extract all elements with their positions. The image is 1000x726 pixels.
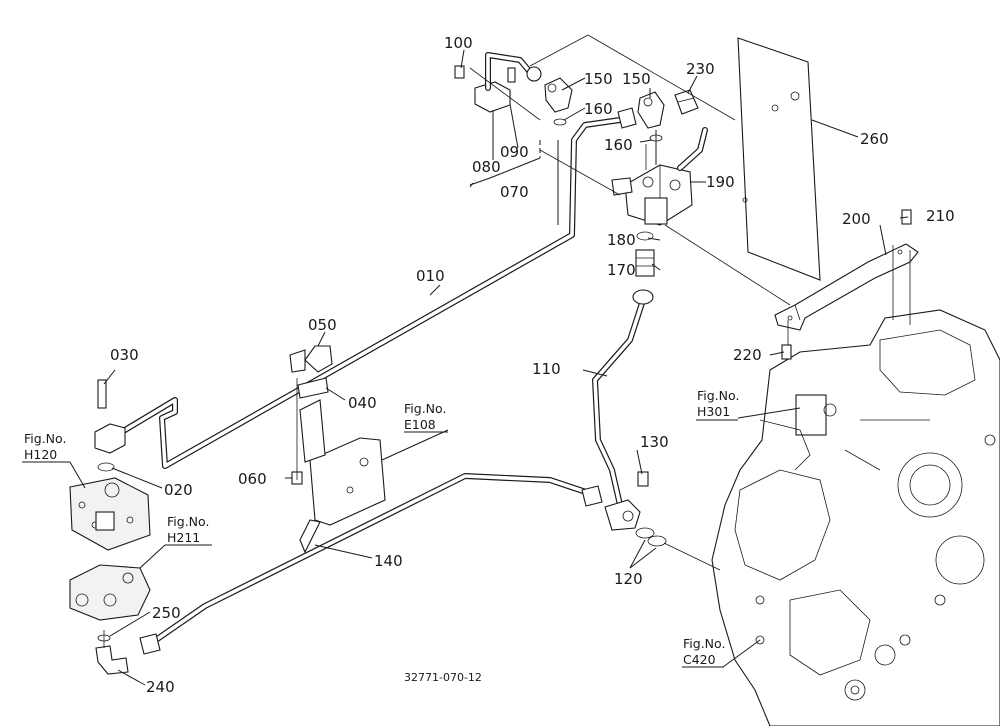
callout-240: 240 (146, 678, 175, 696)
callout-120: 120 (614, 570, 643, 588)
callout-220: 220 (733, 346, 762, 364)
callout-020: 020 (164, 481, 193, 499)
callout-230: 230 (686, 60, 715, 78)
fig-ref-h301-label: Fig.No. (697, 388, 739, 403)
figure-references: Fig.No. H120 Fig.No. H211 Fig.No. E108 F… (24, 388, 739, 667)
callout-260: 260 (860, 130, 889, 148)
callout-110: 110 (532, 360, 561, 378)
callout-100: 100 (444, 34, 473, 52)
callout-190: 190 (706, 173, 735, 191)
callout-130: 130 (640, 433, 669, 451)
o-ring-180 (636, 231, 654, 241)
transmission-housing (711, 309, 1000, 726)
fig-ref-h301-number[interactable]: H301 (697, 404, 730, 419)
callout-050: 050 (308, 316, 337, 334)
valve-block-190 (611, 127, 708, 226)
callout-030: 030 (110, 346, 139, 364)
callout-150-right: 150 (622, 70, 651, 88)
fitting-130 (637, 471, 649, 487)
pipe-110 (592, 297, 646, 508)
callout-010: 010 (416, 267, 445, 285)
clamp-050 (289, 345, 333, 373)
pump-h120 (69, 477, 151, 551)
fig-ref-h211-number[interactable]: H211 (167, 530, 200, 545)
o-ring-160-left (553, 118, 567, 126)
fitting-150-right (617, 91, 665, 129)
callout-labels: 100 150 150 230 160 160 090 080 070 190 … (110, 34, 955, 696)
fig-ref-e108-label: Fig.No. (404, 401, 446, 416)
elbow-240 (95, 633, 161, 675)
bolt-090 (507, 67, 516, 83)
pipe-010 (122, 117, 623, 469)
o-ring-020 (97, 462, 115, 472)
o-ring-120-b (647, 535, 667, 547)
fig-ref-h120-number[interactable]: H120 (24, 447, 57, 462)
callout-250: 250 (152, 604, 181, 622)
callout-180: 180 (607, 231, 636, 249)
rubber-040 (297, 377, 329, 399)
diagram-code: 32771-070-12 (404, 671, 482, 684)
fig-ref-h211-label: Fig.No. (167, 514, 209, 529)
callout-200: 200 (842, 210, 871, 228)
block-030 (94, 379, 126, 454)
o-ring-120-a (635, 527, 655, 539)
nut-110-top (632, 289, 654, 305)
callout-060: 060 (238, 470, 267, 488)
callout-150-left: 150 (584, 70, 613, 88)
fig-ref-e108-number[interactable]: E108 (404, 417, 436, 432)
fig-ref-c420-label: Fig.No. (683, 636, 725, 651)
callout-140: 140 (374, 552, 403, 570)
callout-210: 210 (926, 207, 955, 225)
callout-070: 070 (500, 183, 529, 201)
fig-ref-c420-number[interactable]: C420 (683, 652, 716, 667)
callout-160-right: 160 (604, 136, 633, 154)
cap-230 (674, 89, 699, 115)
coupler-110-bottom (581, 485, 641, 531)
callout-170: 170 (607, 261, 636, 279)
pipe-140 (147, 473, 598, 647)
plate-260 (737, 37, 821, 281)
adapter-170 (635, 249, 655, 277)
callout-040: 040 (348, 394, 377, 412)
callout-160-left: 160 (584, 100, 613, 118)
fitting-150-left (544, 77, 573, 113)
bolt-100 (454, 65, 465, 79)
bracket-e108 (299, 399, 386, 554)
callout-080: 080 (472, 158, 501, 176)
valve-h211 (69, 564, 151, 621)
fig-ref-h120-label: Fig.No. (24, 431, 66, 446)
callout-090: 090 (500, 143, 529, 161)
block-080 (474, 52, 542, 113)
leader-lines (22, 49, 909, 686)
